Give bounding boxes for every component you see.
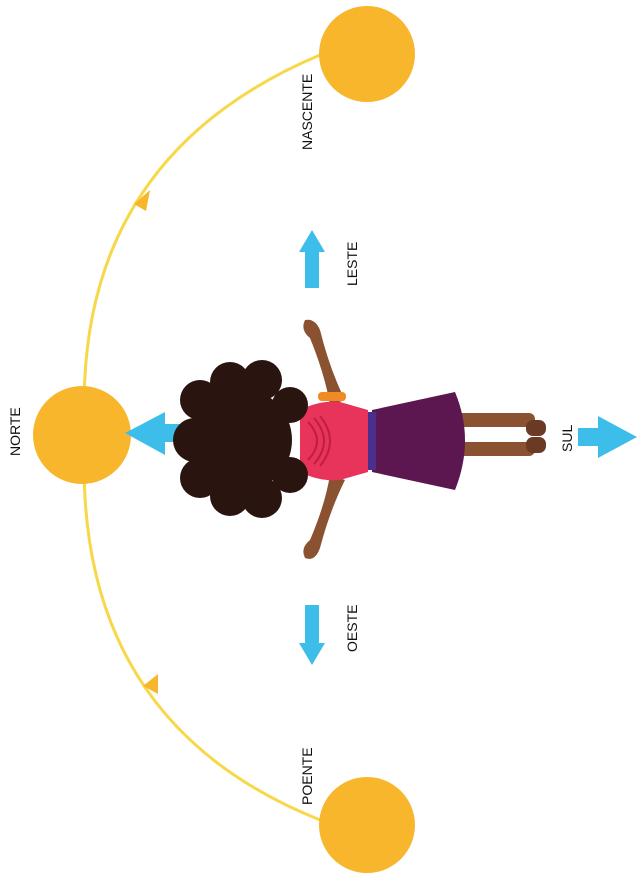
girl-figure (173, 320, 546, 559)
label-norte: NORTE (7, 407, 23, 456)
arrow-west (299, 605, 325, 665)
arrow-east (299, 230, 325, 288)
girl-bracelet (318, 392, 346, 401)
label-poente: POENTE (299, 747, 315, 805)
girl-skirt (372, 392, 465, 490)
label-nascente: NASCENTE (299, 74, 315, 150)
label-oeste: OESTE (344, 605, 360, 652)
girl-shirt (300, 402, 368, 481)
arc-arrowhead-lower (143, 674, 158, 694)
girl-shoe-left (526, 420, 546, 436)
label-sul: SUL (559, 425, 575, 452)
label-leste: LESTE (344, 242, 360, 286)
girl-leg-left (455, 413, 535, 427)
girl-hair (173, 360, 308, 518)
girl-leg-right (455, 442, 535, 456)
sun-setting (319, 777, 415, 873)
sun-noon (33, 386, 131, 484)
girl-arm-right (303, 475, 345, 559)
girl-shoe-right (526, 437, 546, 453)
sun-rising (319, 6, 415, 102)
arrow-south (578, 416, 637, 458)
